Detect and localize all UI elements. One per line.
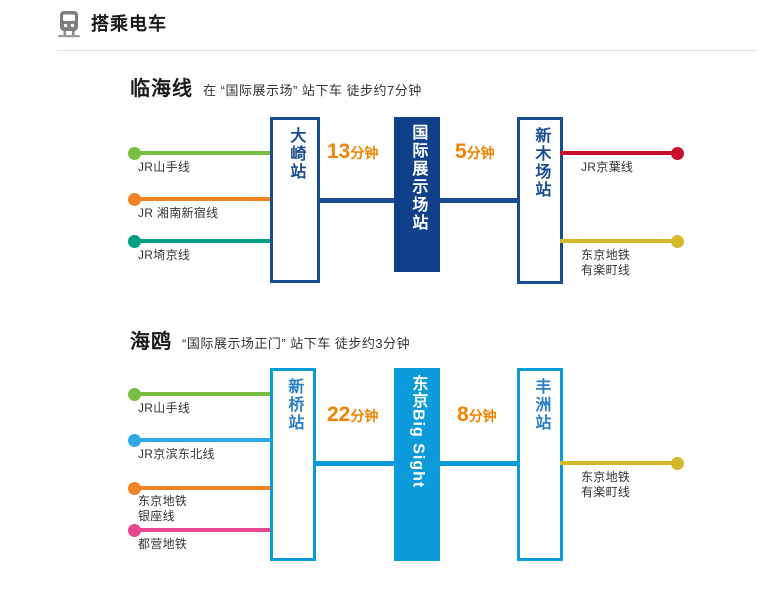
feeder-label-line1: 东京地铁 <box>581 248 631 262</box>
travel-time-shimbashi-bigsight: 22分钟 <box>327 403 378 427</box>
route-name: 海鸥 <box>130 331 172 353</box>
feeder-dot-pink <box>128 524 141 537</box>
station-label: 国际展示场站 <box>409 124 427 232</box>
travel-time-unit: 分钟 <box>350 408 379 424</box>
feeder-line-green <box>134 392 292 396</box>
header-divider <box>57 50 757 51</box>
feeder-dot-lightblue <box>128 434 141 447</box>
station-label: 东京Big Sight <box>409 375 427 489</box>
station-label: 新桥站 <box>285 378 303 432</box>
feeder-label-jr-yamanote: JR山手线 <box>138 160 191 174</box>
feeder-label-tokyo-metro-ginza: 东京地铁 银座线 <box>138 494 187 524</box>
trunk-osaki-to-kokusai <box>313 198 397 203</box>
station-label: 丰洲站 <box>532 378 550 432</box>
feeder-line-green <box>134 151 294 155</box>
trunk-shimbashi-to-bigsight <box>313 461 397 466</box>
travel-time-kokusai-shinkiba: 5分钟 <box>455 140 495 164</box>
route-heading-rinkai: 临海线 在 “国际展示场” 站下车 徒步约7分钟 <box>130 72 422 101</box>
feeder-dot-gold <box>671 457 684 470</box>
travel-time-value: 13 <box>327 140 351 163</box>
feeder-label-jr-saikyo: JR埼京线 <box>138 248 191 262</box>
feeder-dot-orange <box>128 482 141 495</box>
travel-time-unit: 分钟 <box>468 408 497 424</box>
feeder-line-pink <box>134 528 292 532</box>
feeder-label-jr-keiyo: JR京葉线 <box>581 160 634 174</box>
station-box-shimbashi[interactable]: 新桥站 <box>270 368 316 561</box>
feeder-dot-orange <box>128 193 141 206</box>
feeder-label-line1: 东京地铁 <box>138 494 188 508</box>
feeder-line-teal <box>134 239 294 243</box>
station-box-shinkiba[interactable]: 新木场站 <box>517 117 563 284</box>
trunk-bigsight-to-toyosu <box>437 461 521 466</box>
travel-time-value: 5 <box>455 140 467 163</box>
feeder-label-jr-shonan-shinjuku: JR 湘南新宿线 <box>138 206 219 220</box>
feeder-label-line1: 东京地铁 <box>581 470 631 484</box>
feeder-dot-green <box>128 388 141 401</box>
feeder-line-red <box>560 151 676 155</box>
feeder-line-orange <box>134 486 292 490</box>
route-note: “国际展示场正门” 站下车 徒步约3分钟 <box>182 336 411 351</box>
feeder-dot-gold <box>671 235 684 248</box>
station-box-tokyo-big-sight[interactable]: 东京Big Sight <box>394 368 440 561</box>
travel-time-value: 22 <box>327 403 351 426</box>
travel-time-bigsight-toyosu: 8分钟 <box>457 403 497 427</box>
feeder-label-line2: 银座线 <box>138 509 175 523</box>
page-header: 搭乘电车 <box>57 10 167 38</box>
feeder-dot-teal <box>128 235 141 248</box>
feeder-line-gold <box>560 461 676 465</box>
feeder-line-orange <box>134 197 294 201</box>
feeder-dot-red <box>671 147 684 160</box>
route-name: 临海线 <box>130 78 193 100</box>
feeder-line-gold <box>560 239 676 243</box>
feeder-label-jr-yamanote: JR山手线 <box>138 401 191 415</box>
travel-time-unit: 分钟 <box>466 145 495 161</box>
feeder-label-jr-keihin-tohoku: JR京滨东北线 <box>138 447 215 461</box>
trunk-kokusai-to-shinkiba <box>437 198 521 203</box>
feeder-dot-green <box>128 147 141 160</box>
feeder-label-tokyo-metro-yurakucho: 东京地铁 有楽町线 <box>581 470 630 500</box>
station-label: 新木场站 <box>532 127 550 199</box>
page-title: 搭乘电车 <box>91 14 167 34</box>
station-label: 大崎站 <box>287 127 305 181</box>
travel-time-osaki-kokusai: 13分钟 <box>327 140 378 164</box>
feeder-line-lightblue <box>134 438 292 442</box>
travel-time-value: 8 <box>457 403 469 426</box>
feeder-label-line2: 有楽町线 <box>581 485 631 499</box>
travel-time-unit: 分钟 <box>350 145 379 161</box>
feeder-label-toei-subway: 都营地铁 <box>138 537 188 551</box>
route-heading-yurikamome: 海鸥 “国际展示场正门” 站下车 徒步约3分钟 <box>130 325 410 354</box>
feeder-label-tokyo-metro-yurakucho: 东京地铁 有楽町线 <box>581 248 630 278</box>
station-box-toyosu[interactable]: 丰洲站 <box>517 368 563 561</box>
station-box-kokusai-tenjijo[interactable]: 国际展示场站 <box>394 117 440 272</box>
train-icon <box>57 10 81 38</box>
route-note: 在 “国际展示场” 站下车 徒步约7分钟 <box>203 83 422 98</box>
feeder-label-line2: 有楽町线 <box>581 263 631 277</box>
station-box-osaki[interactable]: 大崎站 <box>270 117 320 283</box>
